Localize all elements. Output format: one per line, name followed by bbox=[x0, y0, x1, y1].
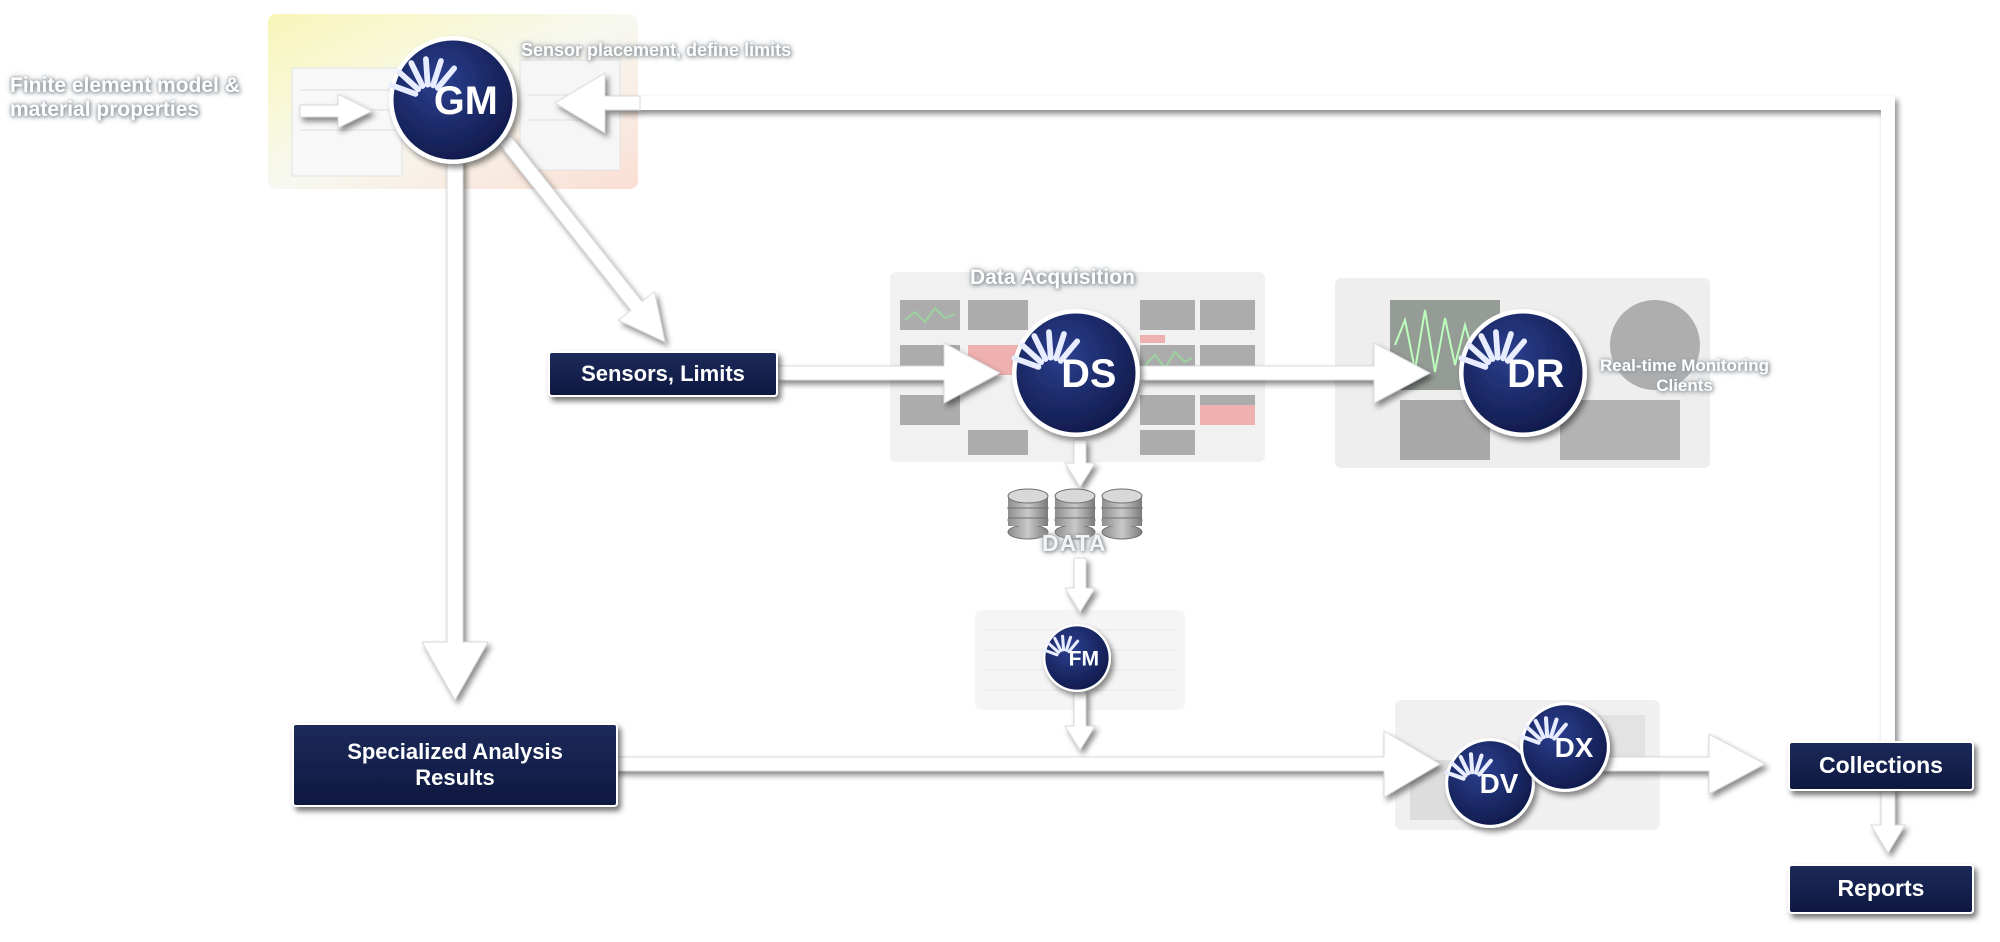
specialized-line2: Results bbox=[415, 765, 495, 790]
dv-logo-icon bbox=[1444, 752, 1493, 781]
dv-badge: DV bbox=[1444, 738, 1535, 828]
gm-badge: GM bbox=[388, 36, 517, 164]
fm-badge: FM bbox=[1042, 624, 1111, 692]
specialized-line1: Specialized Analysis bbox=[347, 738, 563, 764]
flow-arrows bbox=[299, 72, 1906, 854]
fm-to-output-arrow bbox=[1064, 689, 1096, 751]
module-badges: GM DS DR FM DV DX bbox=[388, 36, 1610, 828]
database-icon bbox=[1007, 488, 1143, 540]
feedback-loop-arrow-head bbox=[554, 72, 641, 134]
reports-box: Reports bbox=[1788, 864, 1974, 914]
fem-label-line2: material properties bbox=[10, 98, 200, 122]
fem-to-gm-arrow bbox=[299, 93, 374, 129]
data-store-label: DATA bbox=[1042, 530, 1107, 556]
gm-badge-label: GM bbox=[434, 79, 498, 123]
dr-logo-icon bbox=[1458, 329, 1528, 370]
gm-to-sensors-arrow bbox=[498, 134, 666, 343]
ds-to-data-arrow bbox=[1064, 439, 1096, 488]
realtime-label-line2: Clients bbox=[1656, 375, 1713, 395]
ds-badge: DS bbox=[1011, 309, 1140, 437]
sensor-placement-label: Sensor placement, define limits bbox=[521, 40, 792, 60]
gm-to-specialized-arrow bbox=[421, 159, 489, 702]
data-acquisition-label: Data Acquisition bbox=[970, 266, 1135, 289]
fm-logo-icon bbox=[1042, 634, 1080, 657]
database-cylinder bbox=[1054, 488, 1096, 540]
ds-badge-label: DS bbox=[1061, 352, 1116, 396]
database-cylinder bbox=[1101, 488, 1143, 540]
database-cylinder bbox=[1007, 488, 1049, 540]
fem-input-label: Finite element model & material properti… bbox=[10, 74, 240, 122]
dx-logo-icon bbox=[1519, 716, 1568, 745]
feedback-loop-arrow-shaft bbox=[612, 96, 1895, 742]
dx-to-collections-arrow bbox=[1599, 733, 1767, 795]
collections-to-reports-arrow bbox=[1870, 787, 1906, 854]
fem-label-line1: Finite element model & bbox=[10, 74, 240, 97]
dr-badge: DR bbox=[1458, 309, 1587, 437]
ds-logo-icon bbox=[1011, 329, 1081, 370]
collections-box: Collections bbox=[1788, 741, 1974, 791]
gm-logo-icon bbox=[388, 56, 458, 97]
dx-badge: DX bbox=[1519, 702, 1610, 792]
specialized-analysis-results-box: Specialized Analysis Results bbox=[292, 723, 618, 807]
dv-badge-label: DV bbox=[1480, 768, 1519, 799]
data-to-fm-arrow bbox=[1064, 557, 1096, 613]
ds-to-dr-arrow bbox=[1139, 342, 1432, 404]
realtime-label-line1: Real-time Monitoring bbox=[1600, 356, 1770, 375]
fm-badge-label: FM bbox=[1069, 647, 1099, 670]
sensors-to-ds-arrow bbox=[776, 342, 1002, 404]
dr-badge-label: DR bbox=[1507, 352, 1564, 396]
dx-badge-label: DX bbox=[1555, 732, 1594, 763]
realtime-monitoring-label: Real-time Monitoring Clients bbox=[1600, 356, 1769, 395]
sensors-limits-box: Sensors, Limits bbox=[548, 351, 778, 397]
specialized-to-dv-arrow bbox=[613, 730, 1441, 798]
